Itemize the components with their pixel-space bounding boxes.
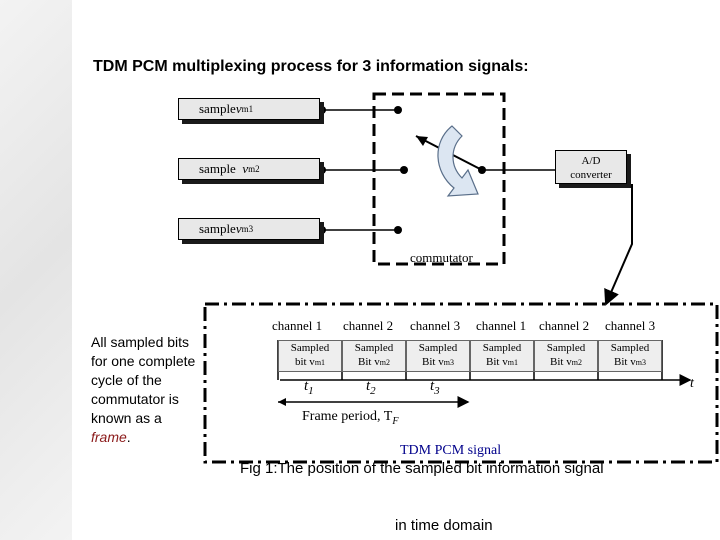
side-note-text: All sampled bits for one complete cycle … <box>91 334 196 426</box>
frame-period-label: Frame period, TF <box>302 409 399 427</box>
time-label-t3: t3 <box>430 378 440 397</box>
frame-side-note: All sampled bits for one complete cycle … <box>91 333 201 447</box>
channel-label: channel 3 <box>605 318 656 333</box>
figure-caption-line-2: in time domain <box>395 517 493 534</box>
channel-label: channel 3 <box>410 318 461 333</box>
sample-3-var: v <box>235 221 242 236</box>
slide-left-bar <box>0 0 72 540</box>
contact-1-right <box>394 106 402 114</box>
sample-2-sub: m2 <box>248 164 260 174</box>
time-axis-label: t <box>690 376 694 391</box>
time-label-t2: t2 <box>366 378 376 397</box>
contact-1-left <box>318 106 326 114</box>
sample-1-sub: m1 <box>241 104 254 114</box>
time-label-t1: t1 <box>304 378 314 397</box>
side-note-emph: frame <box>91 429 127 445</box>
channel-label: channel 2 <box>343 318 394 333</box>
channel-label: channel 1 <box>476 318 527 333</box>
commutator-box <box>372 92 506 266</box>
diagram-title: TDM PCM multiplexing process for 3 infor… <box>93 58 529 75</box>
contact-2-left <box>318 166 326 174</box>
tdm-signal-box <box>203 302 719 464</box>
sample-3-sub: m3 <box>241 224 254 234</box>
commutator-label: commutator <box>410 250 473 265</box>
ad-converter-box: A/D converter <box>555 150 627 184</box>
sample-3-prefix: sample <box>199 221 236 236</box>
sample-1-var: v <box>235 101 242 116</box>
rotation-arrow-icon <box>437 125 479 197</box>
figure-caption-line-1: Fig 1:The position of the sampled bit in… <box>240 460 604 477</box>
sample-2-prefix: sample <box>199 161 243 176</box>
adc-line-1: A/D <box>581 155 601 167</box>
contact-2-right <box>400 166 408 174</box>
sample-2-var: v <box>242 161 249 176</box>
contact-3-right <box>394 226 402 234</box>
sample-1-prefix: sample <box>199 101 236 116</box>
side-note-end: . <box>126 429 131 445</box>
channel-label: channel 2 <box>539 318 590 333</box>
tdm-signal-label: TDM PCM signal <box>400 443 502 458</box>
adc-output-arrow <box>604 184 633 306</box>
channel-label: channel 1 <box>272 318 323 333</box>
contact-3-left <box>318 226 326 234</box>
adc-line-2: converter <box>570 169 612 181</box>
